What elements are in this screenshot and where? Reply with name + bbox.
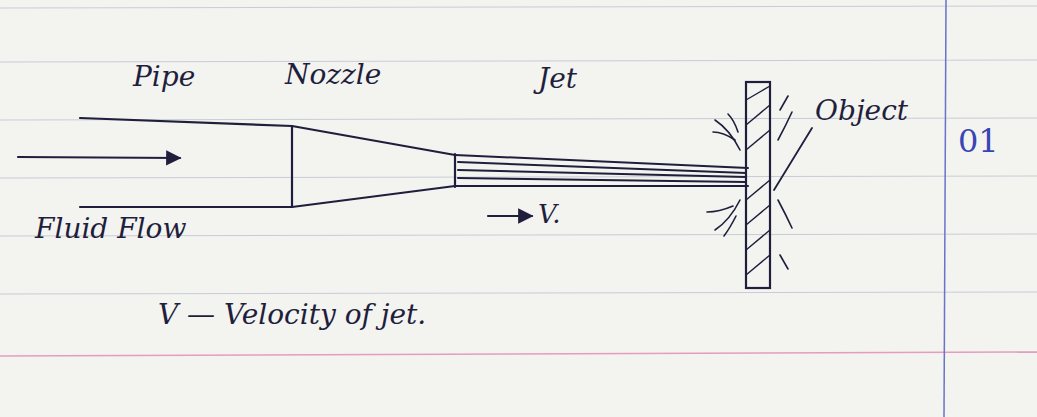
ruled-lines xyxy=(0,6,1037,294)
nozzle-wall xyxy=(292,126,455,155)
page-number: 01 xyxy=(958,124,999,159)
pipe-wall xyxy=(80,118,292,126)
nozzle-outlet xyxy=(454,154,456,187)
margin-line xyxy=(944,0,946,417)
jet-stream xyxy=(455,155,748,186)
velocity-arrow xyxy=(488,215,532,217)
pipe-wall xyxy=(80,206,292,208)
flow-label: Fluid Flow xyxy=(35,214,186,245)
flow-arrow xyxy=(18,157,180,158)
leader-line xyxy=(774,128,812,190)
pink-rule xyxy=(0,352,1037,356)
nozzle-inlet xyxy=(291,126,293,207)
nozzle-wall xyxy=(292,186,455,207)
part-label: Object xyxy=(815,96,908,127)
part-label: Pipe xyxy=(133,62,195,93)
symbol-label: V. xyxy=(538,200,561,229)
part-label: Jet xyxy=(538,64,577,95)
legend-note: V — Velocity of jet. xyxy=(158,300,426,331)
part-label: Nozzle xyxy=(285,60,381,91)
object-plate xyxy=(746,82,770,288)
